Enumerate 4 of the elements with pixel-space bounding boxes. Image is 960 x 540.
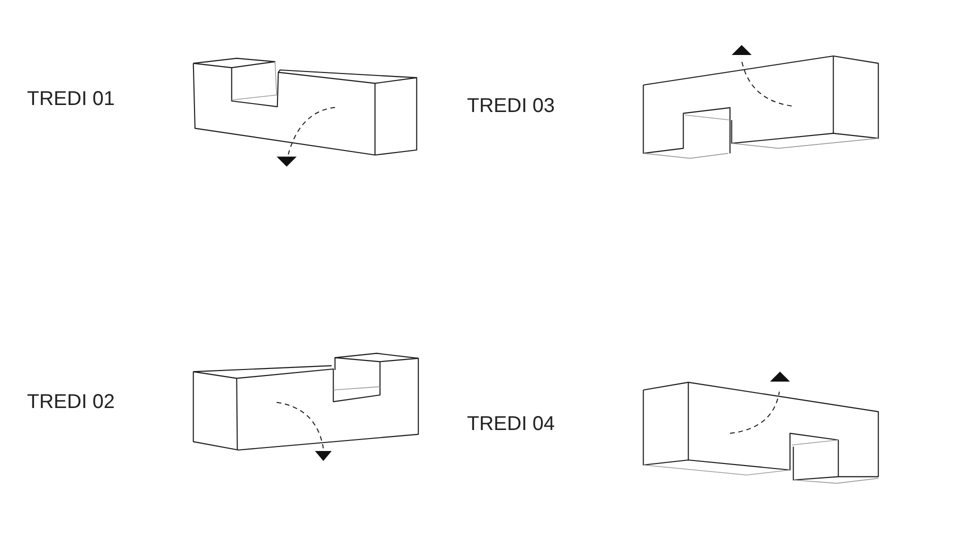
variant-label: TREDI 01 bbox=[27, 89, 115, 109]
variant-label: TREDI 04 bbox=[467, 414, 555, 434]
variant-label: TREDI 03 bbox=[467, 96, 555, 116]
variant-label: TREDI 02 bbox=[27, 392, 115, 412]
